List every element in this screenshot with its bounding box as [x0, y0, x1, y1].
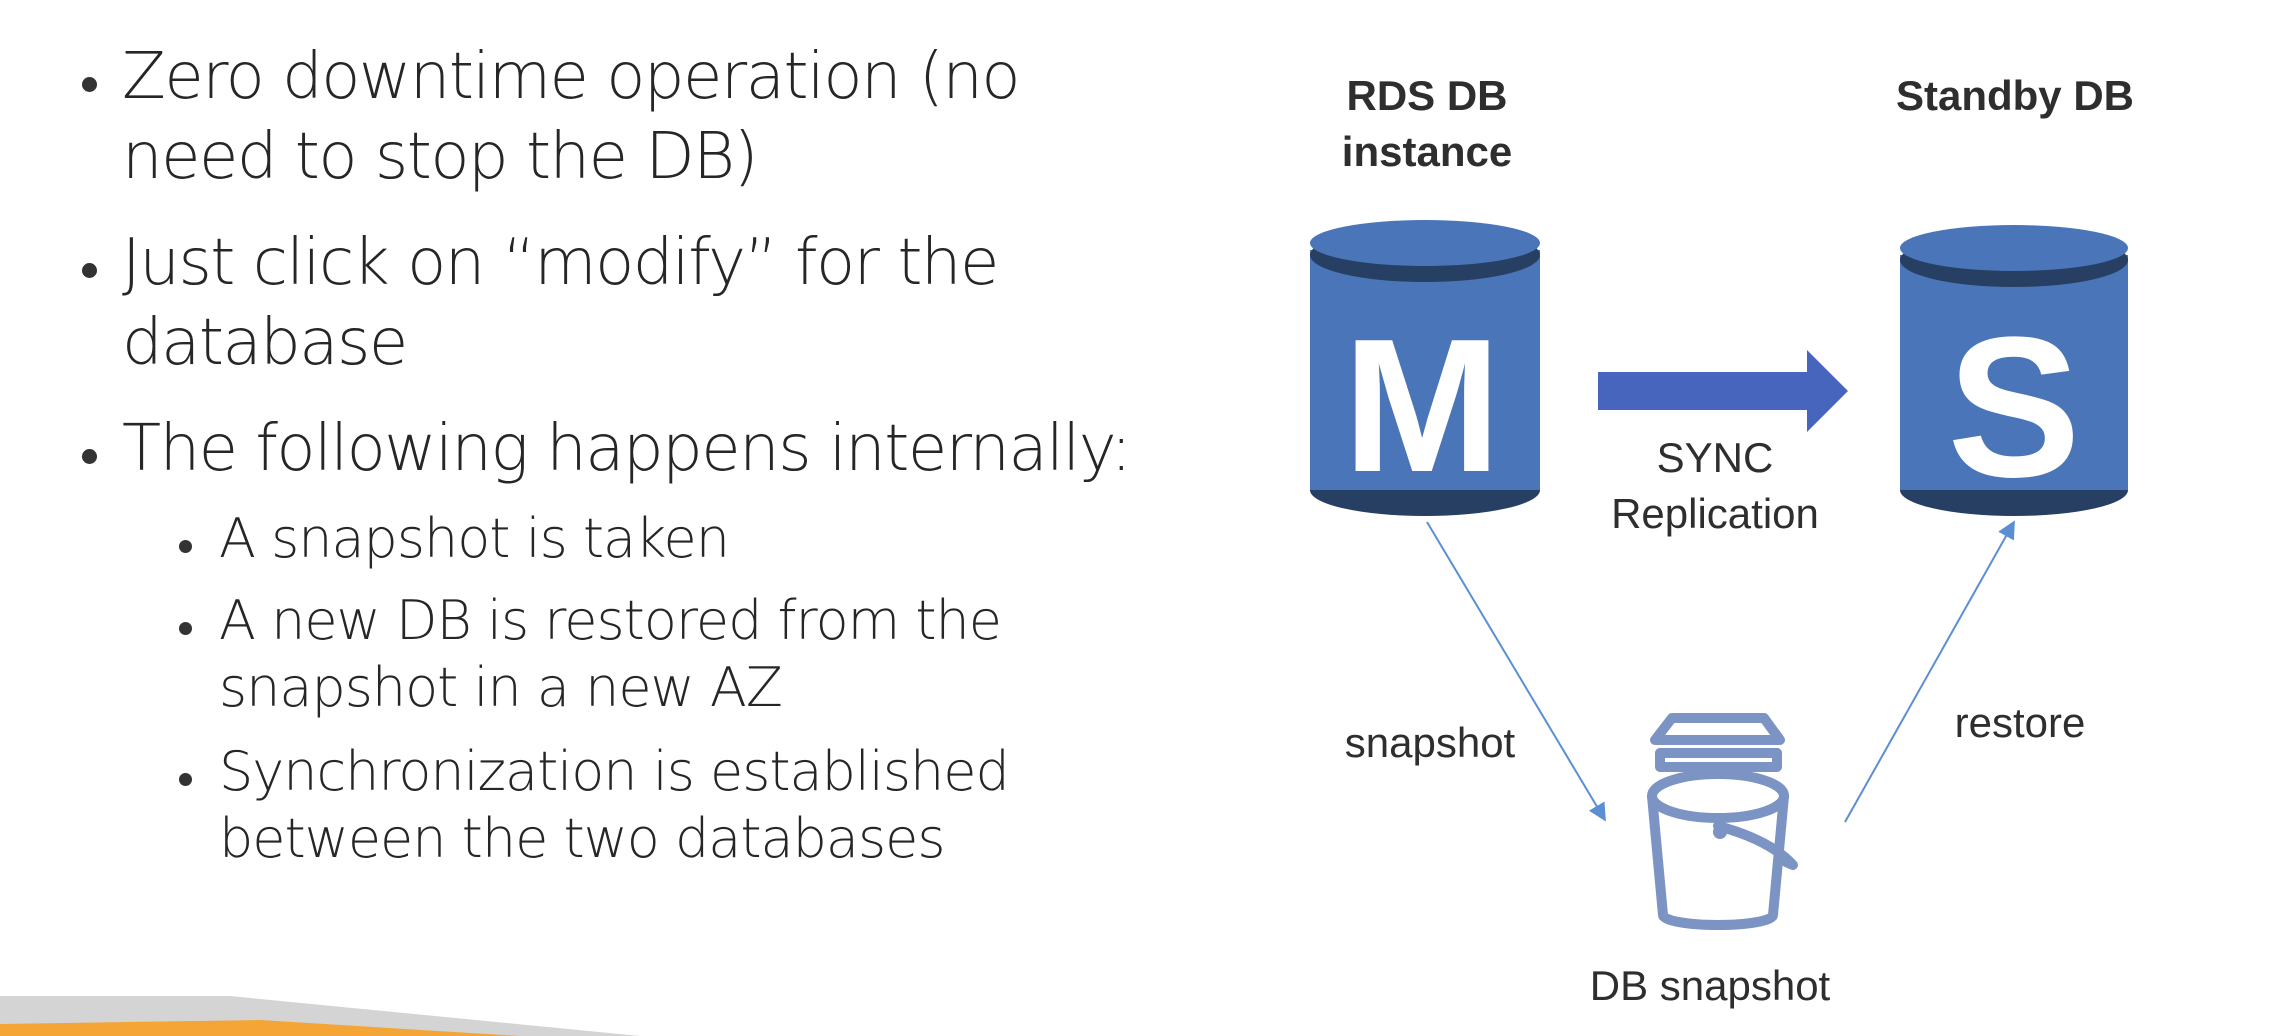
bullet-line: Just click on “modify” for the — [122, 226, 999, 300]
primary-db-label: RDS DB instance — [1341, 72, 1513, 175]
bullet-line: The following happens internally: — [122, 412, 1132, 486]
restore-connector-arrow — [1844, 520, 2015, 823]
sub-bullet-snapshot-taken: A snapshot is taken — [179, 505, 1119, 572]
snapshot-bucket-icon — [1647, 713, 1798, 930]
sub-bullet-new-db-restored: A new DB is restored from the snapshot i… — [179, 587, 1119, 721]
database-standby-letter: S — [1947, 296, 2080, 519]
standby-db-label: Standby DB — [1895, 72, 2134, 119]
accent-stripe-orange — [0, 1020, 520, 1036]
sub-bullet-line: snapshot in a new AZ — [219, 656, 783, 719]
sub-bullet-line: between the two databases — [219, 807, 946, 870]
bullet-happens-internally: The following happens internally: — [82, 409, 1132, 489]
bullet-line: database — [122, 306, 408, 380]
sub-bullet-line: A snapshot is taken — [219, 507, 730, 570]
bullet-click-modify: Just click on “modify” for the database — [82, 223, 1122, 383]
sub-bullet-line: A new DB is restored from the — [219, 589, 1002, 652]
sync-replication-label: SYNC Replication — [1611, 434, 1819, 537]
bullet-line: need to stop the DB) — [122, 120, 758, 194]
database-master-icon — [1310, 220, 1540, 516]
restore-edge-label: restore — [1954, 699, 2086, 746]
sync-replication-arrow-icon — [1598, 350, 1848, 432]
database-master-letter: M — [1343, 300, 1501, 512]
bullet-zero-downtime: Zero downtime operation (no need to stop… — [82, 37, 1122, 197]
snapshot-edge-label: snapshot — [1344, 719, 1516, 766]
db-snapshot-label: DB snapshot — [1589, 962, 1831, 1009]
snapshot-connector-arrow — [1426, 521, 1606, 822]
sub-bullet-synchronization: Synchronization is established between t… — [179, 738, 1119, 872]
sub-bullet-line: Synchronization is established — [219, 740, 1010, 803]
database-standby-icon — [1900, 225, 2128, 516]
bullet-line: Zero downtime operation (no — [122, 40, 1021, 114]
